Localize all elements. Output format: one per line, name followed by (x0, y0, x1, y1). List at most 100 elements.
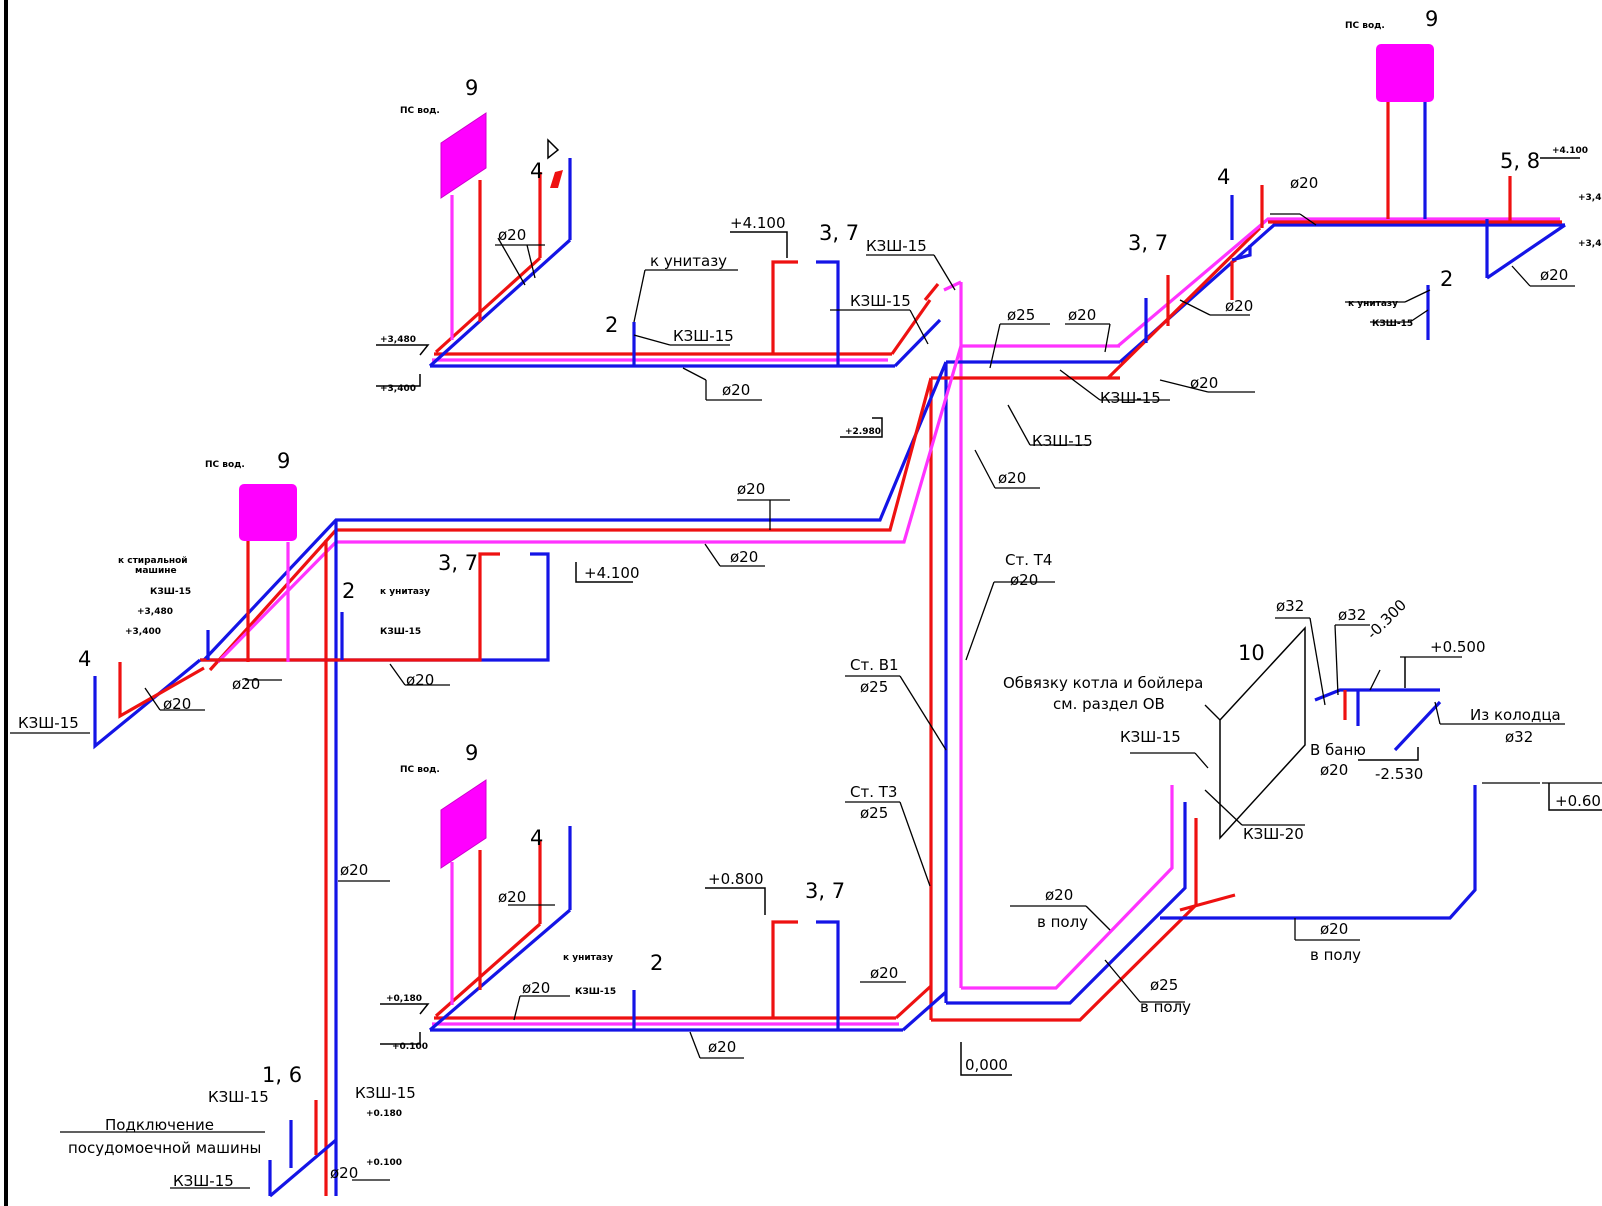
diameter-label: ø20 (1540, 266, 1568, 284)
from-well-label: Из колодца (1470, 706, 1561, 724)
dishwasher-label-line1: Подключение (105, 1116, 214, 1134)
diameter-label: ø20 (522, 979, 550, 997)
in-floor-label: в полу (1140, 998, 1191, 1016)
position-label-9b: 9 (1425, 7, 1438, 31)
toilet-label: к унитазу (650, 252, 727, 270)
toilet-label: к унитазу (380, 587, 430, 597)
leader-lines (10, 213, 1602, 1189)
elevation-label: -2.530 (1375, 765, 1423, 783)
diameter-label: ø20 (730, 548, 758, 566)
diameter-label: ø20 (722, 381, 750, 399)
central-risers (923, 280, 1120, 1020)
kitchen-branch (93, 345, 963, 1196)
position-label-4d: 4 (530, 826, 543, 850)
diameter-label: ø20 (163, 695, 191, 713)
ksh15-label: КЗШ-15 (1032, 432, 1093, 450)
toilet-label: к унитазу (1348, 299, 1398, 309)
to-bath-label: В баню (1310, 741, 1366, 759)
ksh15-label: КЗШ-15 (380, 627, 421, 637)
diameter-label: ø20 (998, 469, 1026, 487)
washer-label-line1: к стиральной (118, 556, 188, 566)
diameter-label: ø20 (232, 675, 260, 693)
in-floor-label: в полу (1037, 913, 1088, 931)
diameter-label: ø20 (498, 226, 526, 244)
ksh20-label: КЗШ-20 (1243, 825, 1304, 843)
radiator-label-upper-right: ПС вод. (1345, 21, 1385, 31)
position-label-9c: 9 (277, 449, 290, 473)
position-label-2a: 2 (605, 313, 618, 337)
radiator-upper-left (440, 112, 487, 199)
mixer-icon (550, 170, 563, 188)
position-label-2b: 2 (1440, 267, 1453, 291)
diameter-label: ø20 (737, 480, 765, 498)
ksh15-label: КЗШ-15 (150, 587, 191, 597)
diameter-label: ø20 (1010, 571, 1038, 589)
elevation-label: +0.100 (366, 1158, 402, 1168)
elevation-label: +0.500 (1430, 638, 1486, 656)
elevation-label: +0.180 (366, 1109, 402, 1119)
ksh15-label: КЗШ-15 (18, 714, 79, 732)
radiator-label-kitchen: ПС вод. (205, 460, 245, 470)
diameter-label: ø25 (860, 804, 888, 822)
diameter-label: ø20 (330, 1164, 358, 1182)
position-label-37c: 3, 7 (438, 551, 478, 575)
elevation-label: +3,400 (380, 384, 416, 394)
riser-v1-label: Ст. В1 (850, 656, 899, 674)
position-label-2d: 2 (650, 951, 663, 975)
boiler-note-line2: см. раздел ОВ (1053, 695, 1165, 713)
ksh15-label: КЗШ-15 (1372, 319, 1413, 329)
ksh15-label: КЗШ-15 (1120, 728, 1181, 746)
ksh15-label: КЗШ-15 (208, 1088, 269, 1106)
riser-t4-label: Ст. Т4 (1005, 551, 1052, 569)
diameter-label: ø32 (1276, 597, 1304, 615)
ground-floor-branch (428, 785, 1477, 1032)
elevation-label: +3,400 (125, 627, 161, 637)
diameter-label: ø20 (1290, 174, 1318, 192)
radiator-kitchen (239, 484, 297, 541)
diameter-label: ø20 (1320, 920, 1348, 938)
position-label-10: 10 (1238, 641, 1265, 665)
diameter-label: ø32 (1505, 728, 1533, 746)
diameter-label: ø25 (1150, 976, 1178, 994)
elevation-label: +3,48 (1578, 193, 1602, 203)
dishwasher-connection (268, 1100, 338, 1198)
boiler-note-line1: Обвязку котла и бойлера (1003, 674, 1203, 692)
diameter-label: ø20 (1068, 306, 1096, 324)
radiator-label-upper-left: ПС вод. (400, 106, 440, 116)
upper-right-bathroom-branch (1106, 102, 1566, 380)
elevation-label: +0.600 (1555, 792, 1602, 810)
diameter-label: ø20 (870, 964, 898, 982)
elevation-label: +2.980 (845, 427, 881, 437)
riser-t3-label: Ст. Т3 (850, 783, 897, 801)
position-label-9d: 9 (465, 741, 478, 765)
radiator-label-ground: ПС вод. (400, 765, 440, 775)
diameter-label: ø20 (1045, 886, 1073, 904)
position-label-2c: 2 (342, 579, 355, 603)
toilet-label: к унитазу (563, 953, 613, 963)
elevation-label: +3,480 (380, 335, 416, 345)
dishwasher-label-line2: посудомоечной машины (68, 1139, 261, 1157)
diameter-label: ø25 (1007, 306, 1035, 324)
elevation-label: +3,40 (1578, 239, 1602, 249)
radiator-ground (440, 779, 487, 869)
elevation-label: +0.100 (392, 1042, 428, 1052)
upper-left-bathroom-branch (428, 158, 942, 368)
elevation-markers (376, 157, 1602, 1076)
position-label-4b: 4 (1217, 165, 1230, 189)
diameter-label: ø20 (498, 888, 526, 906)
position-label-37b: 3, 7 (1128, 231, 1168, 255)
position-label-4a: 4 (530, 159, 543, 183)
diameter-label: ø20 (340, 861, 368, 879)
position-label-9a: 9 (465, 76, 478, 100)
ksh15-label: КЗШ-15 (866, 237, 927, 255)
shower-head-icon (547, 138, 560, 160)
ksh15-label: КЗШ-15 (850, 292, 911, 310)
elevation-label: +4.100 (1552, 146, 1588, 156)
ksh15-label: КЗШ-15 (1100, 389, 1161, 407)
diameter-label: ø20 (1320, 761, 1348, 779)
diameter-label: ø20 (1190, 374, 1218, 392)
position-label-37a: 3, 7 (819, 221, 859, 245)
diameter-label: ø20 (1225, 297, 1253, 315)
elevation-label: 0,000 (965, 1056, 1008, 1074)
